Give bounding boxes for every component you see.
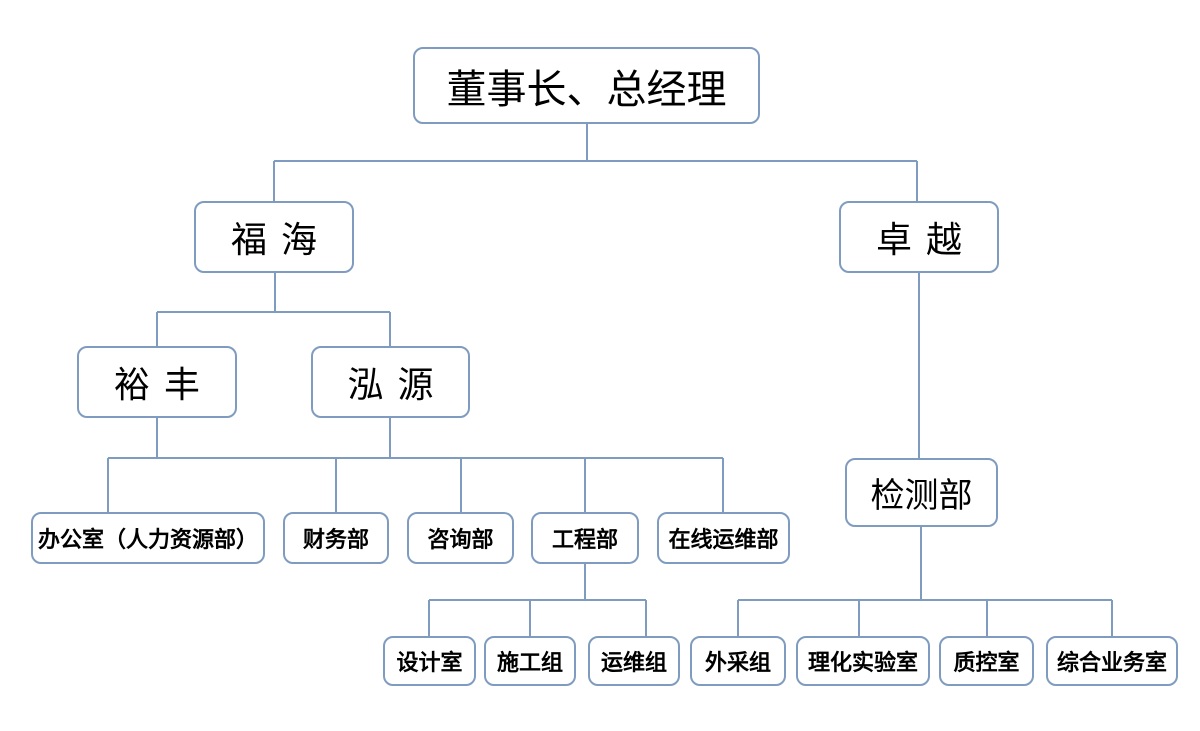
node-finance: 财务部	[283, 512, 389, 564]
node-external-sampling: 外采组	[690, 636, 786, 686]
node-design-room: 设计室	[383, 636, 476, 686]
node-office-hr: 办公室（人力资源部）	[31, 512, 265, 564]
node-consulting: 咨询部	[407, 512, 514, 564]
node-testing-department: 检测部	[845, 458, 998, 527]
node-chairman-general-manager: 董事长、总经理	[413, 47, 760, 124]
node-general-affairs: 综合业务室	[1046, 636, 1178, 686]
node-construction-team: 施工组	[484, 636, 576, 686]
node-operations-team: 运维组	[588, 636, 680, 686]
node-zhuoyue: 卓越	[839, 201, 999, 273]
node-hongyuan: 泓源	[311, 346, 470, 418]
node-fuhai: 福海	[194, 201, 354, 273]
node-online-operations: 在线运维部	[657, 512, 790, 564]
node-yufeng: 裕丰	[77, 346, 237, 418]
node-engineering: 工程部	[531, 512, 639, 564]
node-physchem-lab: 理化实验室	[796, 636, 930, 686]
node-quality-control: 质控室	[939, 636, 1034, 686]
